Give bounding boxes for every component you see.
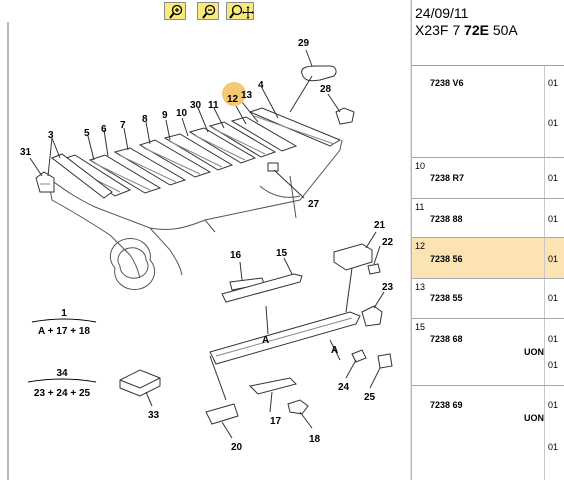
formula-34: 34 23 + 24 + 25 [27, 368, 97, 399]
callout-11[interactable]: 11 [208, 100, 219, 111]
row-qty: 01 [548, 360, 559, 370]
zoom-move-button[interactable] [226, 2, 254, 20]
callout-18[interactable]: 18 [309, 434, 321, 445]
callout-15[interactable]: 15 [276, 248, 288, 259]
parts-29-28 [301, 65, 355, 125]
row-qty: 01 [548, 254, 559, 264]
zoom-out-button[interactable] [197, 2, 219, 20]
row-qty: 01 [548, 442, 559, 452]
zoom-toolbar [0, 0, 410, 22]
parts-list-row[interactable]: 11 7238 88 01 [412, 199, 564, 238]
row-unit: UON [524, 347, 544, 357]
callout-labels: 29 28 4 13 12 11 30 9 10 8 7 6 5 3 31 27… [20, 38, 394, 453]
parts-list-row-selected[interactable]: 12 7238 56 01 [412, 238, 564, 279]
row-qty: 01 [548, 173, 559, 183]
row-part-ref: 7238 55 [430, 293, 463, 303]
row-part-ref: 7238 56 [430, 254, 463, 264]
header-code-bold: 72E [464, 22, 489, 38]
callout-8[interactable]: 8 [142, 114, 148, 125]
callout-30[interactable]: 30 [190, 100, 202, 111]
callout-24[interactable]: 24 [338, 382, 350, 393]
row-part-ref: 7238 V6 [430, 78, 464, 88]
row-qty: 01 [548, 293, 559, 303]
row-qty: 01 [548, 118, 559, 128]
callout-5[interactable]: 5 [84, 128, 90, 139]
callout-17[interactable]: 17 [270, 416, 282, 427]
parts-list-row[interactable]: 13 7238 55 01 [412, 279, 564, 319]
diagram-panel: 29 28 4 13 12 11 30 9 10 8 7 6 5 3 31 27… [0, 0, 410, 480]
roof-bars [35, 107, 342, 199]
parts-diagram: 29 28 4 13 12 11 30 9 10 8 7 6 5 3 31 27… [7, 22, 394, 480]
callout-4[interactable]: 4 [258, 80, 264, 91]
parts-list: 7238 V6 01 01 10 7238 R7 01 11 7238 88 0… [412, 66, 564, 480]
callout-21[interactable]: 21 [374, 220, 386, 231]
callout-10[interactable]: 10 [176, 108, 188, 119]
callout-7[interactable]: 7 [120, 120, 126, 131]
row-qty: 01 [548, 78, 559, 88]
header-catalog-code: X23F 7 72E 50A [415, 22, 518, 38]
callout-25[interactable]: 25 [364, 392, 376, 403]
callout-27[interactable]: 27 [308, 199, 320, 210]
zoom-move-icon [229, 4, 254, 19]
row-part-ref: 7238 88 [430, 214, 463, 224]
header-code-prefix: X23F 7 [415, 22, 465, 38]
selected-callout-highlight [222, 82, 246, 106]
callout-9[interactable]: 9 [162, 110, 168, 121]
row-part-ref: 7238 69 [430, 400, 463, 410]
callout-6[interactable]: 6 [101, 124, 107, 135]
formula-1: 1 A + 17 + 18 [31, 308, 97, 337]
row-index: 12 [415, 241, 426, 251]
catalog-header: 24/09/11 X23F 7 72E 50A [412, 0, 564, 66]
parts-list-row[interactable]: 15 7238 68 01 UON 01 [412, 319, 564, 386]
vehicle-outline [47, 139, 343, 290]
parts-list-row[interactable]: 10 7238 R7 01 [412, 158, 564, 199]
formula-1-bottom: A + 17 + 18 [38, 326, 90, 337]
callout-22[interactable]: 22 [382, 237, 394, 248]
row-qty: 01 [548, 214, 559, 224]
header-date: 24/09/11 [415, 5, 469, 21]
callout-A-right[interactable]: A [331, 345, 338, 356]
row-index: 13 [415, 282, 426, 292]
callout-20[interactable]: 20 [231, 442, 243, 453]
zoom-in-button[interactable] [164, 2, 186, 20]
callout-13[interactable]: 13 [241, 90, 253, 101]
formula-1-top: 1 [61, 308, 67, 319]
row-part-ref: 7238 68 [430, 334, 463, 344]
callout-29[interactable]: 29 [298, 38, 310, 49]
row-index: 11 [415, 202, 425, 212]
panel-divider[interactable] [410, 0, 412, 480]
callout-16[interactable]: 16 [230, 250, 242, 261]
callout-28[interactable]: 28 [320, 84, 332, 95]
lower-parts [119, 243, 393, 425]
callout-12[interactable]: 12 [227, 94, 239, 105]
row-part-ref: 7238 R7 [430, 173, 465, 183]
row-unit: UON [524, 413, 544, 423]
callout-33[interactable]: 33 [148, 410, 160, 421]
callout-3[interactable]: 3 [48, 130, 54, 141]
row-index: 15 [415, 322, 426, 332]
formula-34-top: 34 [56, 368, 68, 379]
row-qty: 01 [548, 400, 559, 410]
row-index: 10 [415, 161, 426, 171]
callout-A-top[interactable]: A [262, 335, 269, 346]
callout-23[interactable]: 23 [382, 282, 394, 293]
header-code-suffix: 50A [488, 22, 518, 38]
parts-list-row[interactable]: 7238 V6 01 01 [412, 66, 564, 158]
parts-list-row[interactable]: 7238 69 01 UON 01 [412, 386, 564, 480]
callout-31[interactable]: 31 [20, 147, 32, 158]
zoom-in-icon [169, 4, 183, 19]
zoom-out-icon [202, 4, 216, 19]
row-qty: 01 [548, 334, 559, 344]
formula-34-bottom: 23 + 24 + 25 [34, 388, 91, 399]
